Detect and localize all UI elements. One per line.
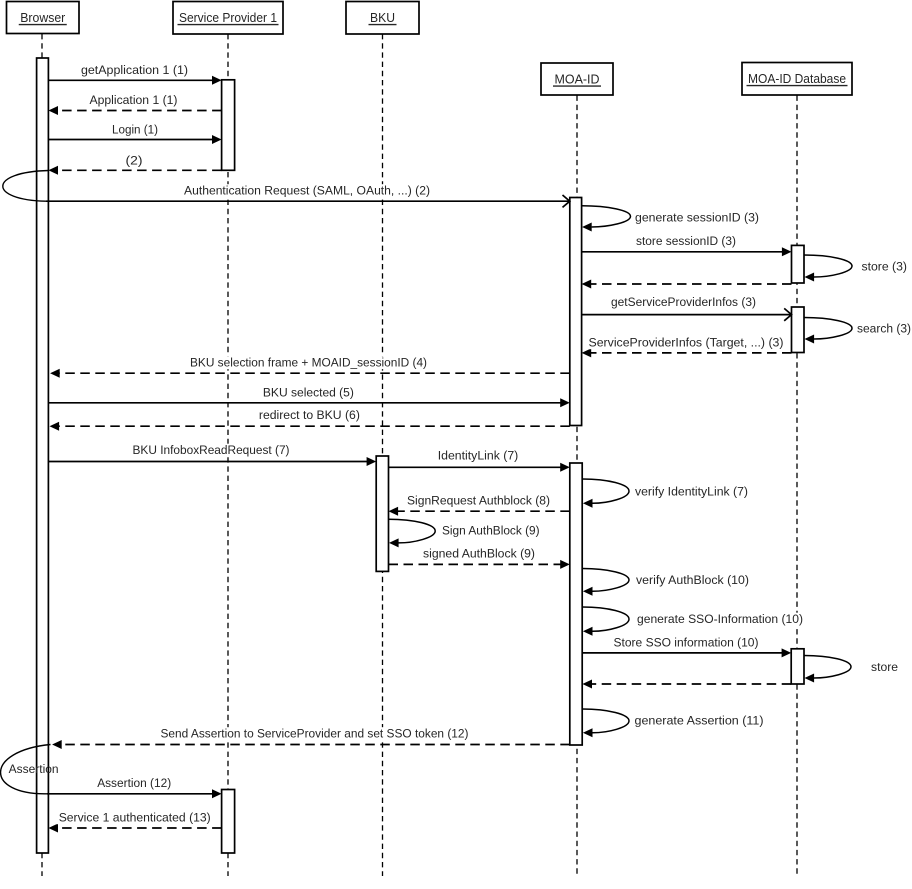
svg-text:BKU: BKU [370, 10, 395, 25]
svg-text:verify AuthBlock (10): verify AuthBlock (10) [636, 573, 749, 587]
svg-text:MOA-ID: MOA-ID [555, 72, 600, 87]
svg-text:Assertion: Assertion [9, 762, 59, 776]
svg-text:Store SSO information (10): Store SSO information (10) [614, 636, 759, 650]
svg-text:Service 1 authenticated (13): Service 1 authenticated (13) [59, 811, 211, 825]
svg-text:verify IdentityLink (7): verify IdentityLink (7) [635, 485, 748, 499]
svg-text:Application 1 (1): Application 1 (1) [90, 93, 178, 107]
svg-text:store: store [871, 660, 898, 674]
svg-text:Service Provider 1: Service Provider 1 [179, 10, 277, 25]
svg-text:Assertion (12): Assertion (12) [97, 776, 171, 790]
svg-text:Login (1): Login (1) [112, 123, 158, 137]
svg-text:generate SSO-Information (10): generate SSO-Information (10) [637, 612, 803, 626]
svg-text:generate sessionID (3): generate sessionID (3) [635, 211, 759, 225]
svg-text:Sign AuthBlock (9): Sign AuthBlock (9) [442, 524, 540, 538]
svg-text:MOA-ID Database: MOA-ID Database [748, 71, 846, 86]
svg-text:Authentication Request (SAML,: Authentication Request (SAML, OAuth, ...… [184, 184, 430, 198]
svg-text:BKU selection frame + MOAID_se: BKU selection frame + MOAID_sessionID (4… [190, 356, 427, 370]
svg-text:store sessionID (3): store sessionID (3) [636, 234, 736, 248]
svg-text:IdentityLink (7): IdentityLink (7) [438, 449, 519, 463]
svg-text:Browser: Browser [20, 10, 66, 25]
svg-text:getApplication 1 (1): getApplication 1 (1) [81, 63, 188, 77]
svg-text:(2): (2) [126, 154, 143, 168]
svg-text:BKU InfoboxReadRequest (7): BKU InfoboxReadRequest (7) [133, 443, 290, 457]
svg-text:SignRequest Authblock (8): SignRequest Authblock (8) [407, 494, 550, 508]
svg-text:getServiceProviderInfos (3): getServiceProviderInfos (3) [611, 295, 756, 309]
svg-text:signed AuthBlock (9): signed AuthBlock (9) [423, 547, 535, 561]
svg-text:ServiceProviderInfos (Target,: ServiceProviderInfos (Target, ...) (3) [589, 336, 784, 350]
svg-text:store (3): store (3) [862, 260, 908, 274]
svg-text:Send Assertion to ServiceProvi: Send Assertion to ServiceProvider and se… [161, 727, 469, 741]
svg-text:search (3): search (3) [857, 322, 911, 336]
svg-text:generate Assertion (11): generate Assertion (11) [635, 714, 764, 728]
svg-text:BKU selected (5): BKU selected (5) [263, 386, 354, 400]
svg-text:redirect to BKU (6): redirect to BKU (6) [259, 408, 360, 422]
